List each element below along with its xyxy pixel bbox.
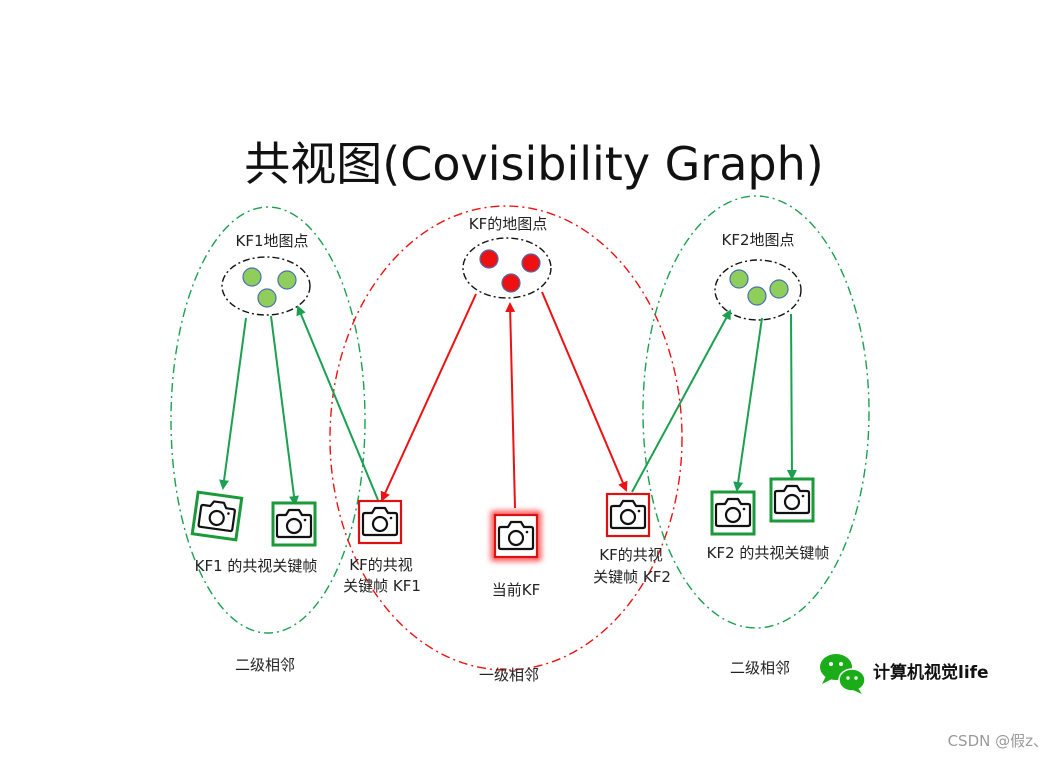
kf2-covisible-keyframe-b <box>769 477 815 523</box>
map-point <box>277 270 297 290</box>
left-region-label: 二级相邻 <box>235 656 295 674</box>
arrow-kf-points-to-kf1 <box>380 293 477 502</box>
kf2-map-points <box>714 259 802 321</box>
kf-covisible-keyframe-kf1 <box>357 499 403 545</box>
arrow-kf1-points-to-kf1-cov-a <box>219 317 247 490</box>
kf-covisible-kf2-label-line1: KF的共视 <box>599 546 662 564</box>
map-point <box>521 253 541 273</box>
left-region-ellipse <box>170 206 366 634</box>
csdn-watermark: CSDN @假z、 <box>948 732 1048 750</box>
map-point <box>242 267 262 287</box>
kf-covisible-kf1-label-line1: KF的共视 <box>349 556 412 574</box>
arrow-kf2-to-kf2-points <box>631 309 731 493</box>
arrow-kf1-points-to-kf1-cov-b <box>270 315 299 506</box>
arrow-current-kf-to-points <box>505 302 516 509</box>
camera-icon <box>361 506 399 537</box>
map-point <box>747 286 767 306</box>
kf1-covisible-label: KF1 的共视关键帧 <box>195 557 318 575</box>
camera-icon <box>714 497 752 528</box>
map-point <box>769 279 789 299</box>
map-point <box>257 288 277 308</box>
kf2-map-points-label: KF2地图点 <box>721 231 794 249</box>
current-kf-label: 当前KF <box>492 581 540 599</box>
center-region-label: 一级相邻 <box>479 666 539 684</box>
kf1-map-points-label: KF1地图点 <box>235 232 308 250</box>
kf-covisible-kf1-label-line2: 关键帧 KF1 <box>343 577 421 595</box>
camera-icon <box>609 499 647 530</box>
kf1-covisible-keyframe-b <box>271 501 317 547</box>
kf2-covisible-label: KF2 的共视关键帧 <box>707 544 830 562</box>
diagram-title: 共视图(Covisibility Graph) <box>244 137 823 191</box>
current-keyframe <box>491 511 541 561</box>
kf-map-points <box>462 237 552 299</box>
kf-covisible-keyframe-kf2 <box>605 492 651 538</box>
center-region-ellipse <box>329 205 683 671</box>
camera-icon <box>773 484 811 515</box>
kf-map-points-label: KF的地图点 <box>469 215 547 233</box>
arrow-kf2-points-to-kf2-cov-b <box>786 313 797 480</box>
arrow-kf2-points-to-kf2-cov-a <box>733 317 763 492</box>
map-point <box>479 249 499 269</box>
map-point <box>729 269 749 289</box>
right-region-ellipse <box>642 195 870 629</box>
kf-covisible-kf2-label-line2: 关键帧 KF2 <box>593 568 671 586</box>
arrow-kf-points-to-kf2 <box>541 291 628 492</box>
camera-icon <box>275 508 313 539</box>
camera-icon <box>497 520 535 551</box>
kf2-covisible-keyframe-a <box>710 490 756 536</box>
right-region-label: 二级相邻 <box>730 659 790 677</box>
brand-name: 计算机视觉life <box>873 662 989 683</box>
wechat-icon <box>820 654 866 694</box>
map-point <box>501 273 521 293</box>
arrow-kf1-to-kf1-points <box>296 305 379 501</box>
kf1-covisible-keyframe-a <box>190 490 244 542</box>
kf1-map-points <box>221 256 311 316</box>
